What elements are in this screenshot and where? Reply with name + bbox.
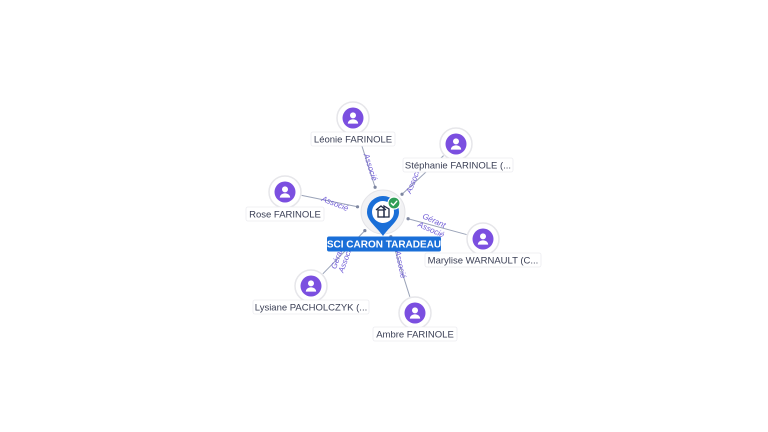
person-icon [342, 107, 364, 129]
check-icon [387, 196, 401, 210]
edge-arrow [363, 229, 367, 233]
person-label[interactable]: Stéphanie FARINOLE (... [402, 157, 514, 173]
edge-role-label: Associé [393, 249, 408, 280]
person-name: Marylise WARNAULT (C... [428, 256, 539, 267]
company-name-label: SCI CARON TARADEAU [327, 240, 441, 251]
nodes-layer: Léonie FARINOLE Stéphanie FARINOLE (... Ro… [245, 101, 542, 342]
person-node-leonie[interactable]: Léonie FARINOLE [310, 101, 396, 147]
person-icon [472, 228, 494, 250]
person-label[interactable]: Lysiane PACHOLCZYK (... [252, 299, 370, 315]
person-name: Ambre FARINOLE [376, 330, 454, 341]
person-node-rose[interactable]: Rose FARINOLE [245, 175, 325, 222]
person-label[interactable]: Léonie FARINOLE [310, 131, 396, 147]
edge-arrow [406, 217, 410, 221]
person-name: Stéphanie FARINOLE (... [405, 161, 511, 172]
person-icon [404, 302, 426, 324]
company-node[interactable]: SCI CARON TARADEAU [327, 189, 441, 252]
company-name-tag[interactable]: SCI CARON TARADEAU [327, 236, 441, 252]
person-label[interactable]: Ambre FARINOLE [372, 326, 458, 342]
person-node-stephanie[interactable]: Stéphanie FARINOLE (... [402, 127, 514, 173]
person-name: Léonie FARINOLE [314, 135, 392, 146]
person-label[interactable]: Rose FARINOLE [245, 206, 325, 222]
edge-line [407, 218, 467, 236]
person-name: Lysiane PACHOLCZYK (... [255, 303, 367, 314]
person-icon [445, 133, 467, 155]
person-icon [274, 181, 296, 203]
edge-role-label: Associé [361, 152, 379, 183]
person-node-ambre[interactable]: Ambre FARINOLE [372, 296, 458, 342]
person-node-marylise[interactable]: Marylise WARNAULT (C... [424, 222, 542, 268]
person-node-lysiane[interactable]: Lysiane PACHOLCZYK (... [252, 269, 370, 315]
person-icon [300, 275, 322, 297]
person-label[interactable]: Marylise WARNAULT (C... [424, 252, 542, 268]
edge-arrow [355, 205, 360, 209]
building-icon [375, 204, 390, 218]
edge-line [301, 194, 358, 208]
edge-arrow [400, 192, 404, 196]
person-name: Rose FARINOLE [249, 210, 321, 221]
edge-arrow [373, 185, 377, 189]
